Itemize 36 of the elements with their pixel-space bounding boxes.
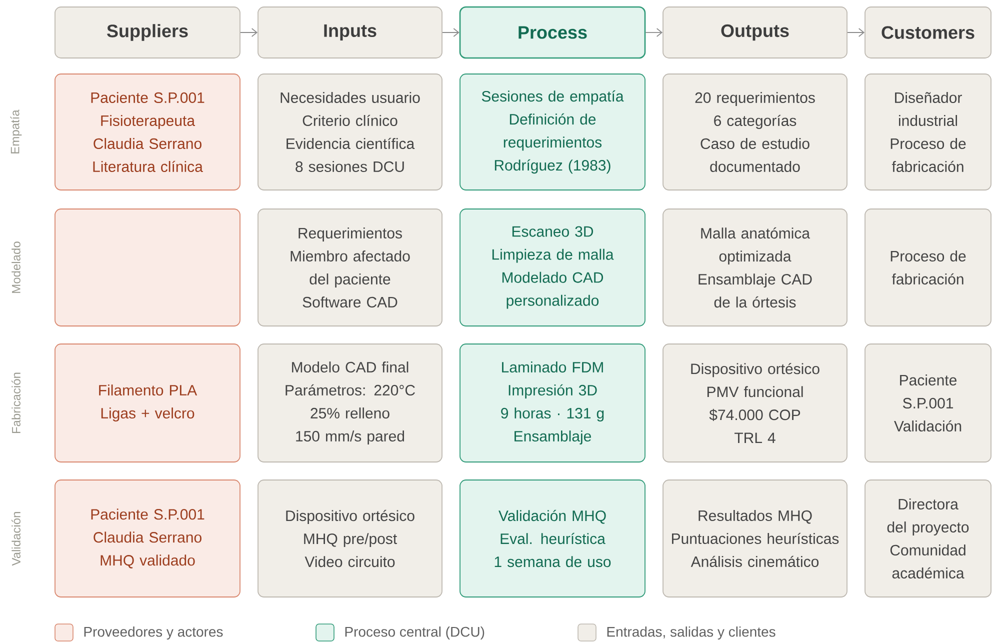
arrow	[240, 28, 258, 37]
cell-box: Validación MHQ Eval. heurística 1 semana de uso	[460, 480, 646, 598]
cell-box: Filamento PLA Ligas + velcro	[54, 344, 240, 462]
cell-box: Paciente S.P.001 Claudia Serrano MHQ validado	[54, 480, 240, 598]
row-label: Fabricación	[12, 372, 20, 434]
cell-box: Paciente S.P.001 Fisioterapeuta Claudia Serrano Literatura clínica	[54, 74, 240, 190]
cell-box: Requerimientos Miembro afectado del paciente Software CAD	[258, 208, 442, 326]
row-label: Empatía	[10, 110, 22, 154]
arrow	[645, 28, 663, 37]
cell-box: Malla anatómica optimizada Ensamblaje CAD de la órtesis	[662, 208, 848, 326]
cell-box: Dispositivo ortésico MHQ pre/post Video circuito	[258, 480, 442, 598]
cell-box: Necesidades usuario Criterio clínico Evidencia científica 8 sesiones DCU	[258, 74, 442, 190]
header-box: Outputs	[662, 6, 848, 58]
cell-box: Laminado FDM Impresión 3D 9 horas · 131 g Ensamblaje	[460, 344, 646, 462]
header-box: Customers	[864, 6, 992, 58]
cell-box: Sesiones de empatía Definición de requerimientos Rodríguez (1983)	[460, 74, 646, 190]
row-label: Validación	[12, 512, 20, 566]
cell-box: 20 requerimientos 6 categorías Caso de estudio documentado	[662, 74, 848, 190]
empty-cell-box	[54, 208, 240, 326]
cell-box: Escaneo 3D Limpieza de malla Modelado CAD personalizado	[460, 208, 646, 326]
header-box: Process	[459, 6, 646, 59]
legend-text: Proceso central (DCU)	[345, 626, 484, 640]
cell-box: Paciente S.P.001 Validación	[864, 344, 992, 462]
cell-box: Directora del proyecto Comunidad académica	[864, 480, 992, 598]
header-box: Inputs	[258, 6, 442, 58]
row-label: Modelado	[12, 242, 20, 293]
cell-box: Modelo CAD final Parámetros: 220°C 25% relleno 150 mm/s pared	[258, 344, 442, 462]
cell-box: Proceso de fabricación	[864, 208, 992, 326]
cell-box: Resultados MHQ Puntuaciones heurísticas Análisis cinemático	[662, 480, 848, 598]
cell-box: Dispositivo ortésico PMV funcional $74.000 COP TRL 4	[662, 344, 848, 462]
legend-text: Proveedores y actores	[84, 626, 223, 640]
arrow	[847, 28, 865, 37]
arrow	[442, 28, 460, 37]
legend-text: Entradas, salidas y clientes	[607, 626, 776, 640]
cell-box: Diseñador industrial Proceso de fabricación	[864, 74, 992, 190]
header-box: Suppliers	[54, 6, 240, 58]
